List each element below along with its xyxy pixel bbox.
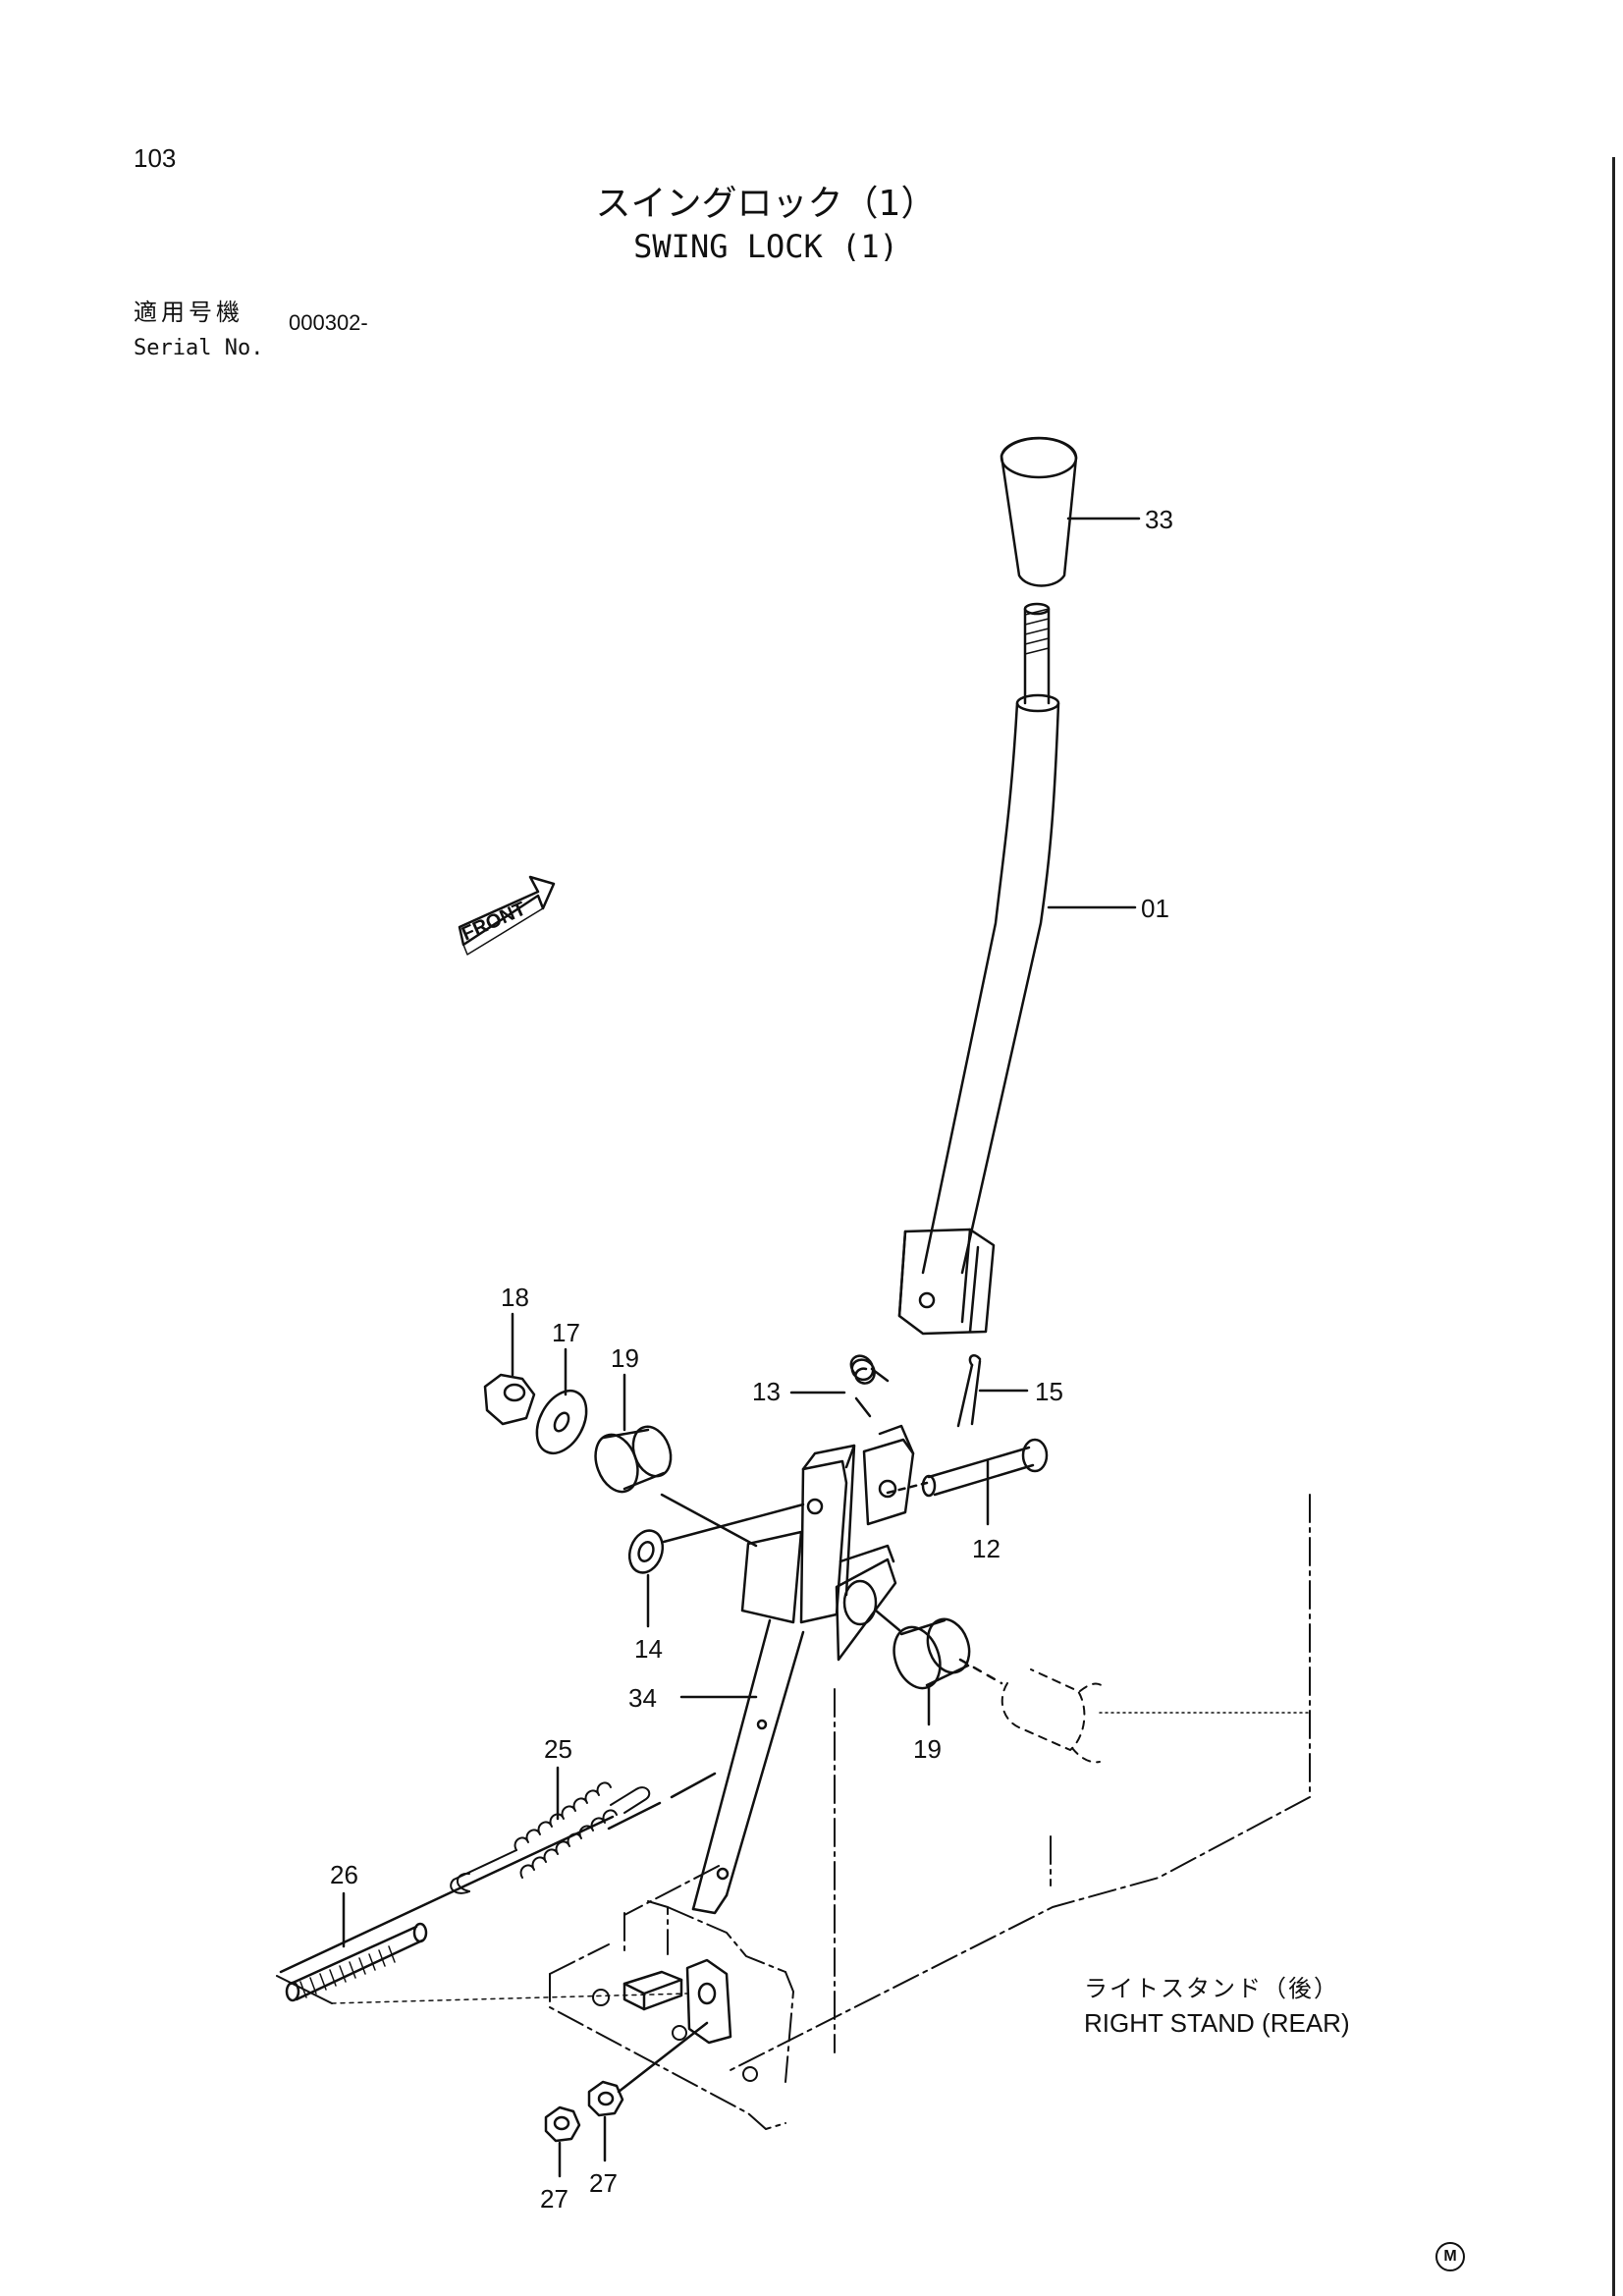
serial-label-japanese: 適用号機 bbox=[134, 299, 243, 326]
serial-label-english: Serial No. bbox=[134, 336, 264, 360]
lever-rod bbox=[921, 693, 1060, 1275]
part-25-spring bbox=[450, 1781, 651, 1894]
assembly-line-spring bbox=[279, 1815, 615, 1974]
part-19-bushing-upper bbox=[594, 1425, 673, 1494]
part-15-cotter-pin bbox=[956, 1354, 982, 1428]
assembly-line-19-lower-b bbox=[958, 1658, 1003, 1685]
phantom-mating-part bbox=[1001, 1668, 1105, 1764]
right-stand-label-english: RIGHT STAND (REAR) bbox=[1084, 2008, 1350, 2038]
assembly-line-19-upper bbox=[660, 1493, 758, 1548]
part-12-pin bbox=[921, 1438, 1049, 1498]
page-number: 103 bbox=[134, 143, 177, 173]
title-english: SWING LOCK (1) bbox=[633, 228, 898, 265]
callout-26: 26 bbox=[330, 1860, 358, 1889]
part-27-nut-b bbox=[587, 2080, 624, 2117]
part-26-threaded-rod bbox=[285, 1922, 428, 2002]
part-27-nut-a bbox=[544, 2105, 581, 2143]
lever-clevis bbox=[897, 1228, 996, 1336]
part-17-washer bbox=[535, 1390, 588, 1454]
assembly-line-spring-e bbox=[670, 1772, 717, 1799]
assembly-line-spring-b bbox=[276, 1975, 333, 2004]
callout-12: 12 bbox=[972, 1534, 1001, 1563]
base-plate-holes bbox=[592, 1989, 758, 2082]
callout-19-lower: 19 bbox=[913, 1734, 942, 1764]
part-13-spring-clip bbox=[849, 1354, 890, 1418]
callout-01: 01 bbox=[1141, 894, 1169, 923]
right-stand-label-japanese: ライトスタンド（後） bbox=[1084, 1975, 1339, 2002]
part-19-bushing-lower bbox=[893, 1617, 971, 1690]
lock-bracket bbox=[740, 1424, 915, 1662]
serial-number-value: 000302- bbox=[289, 310, 368, 335]
part-14-washer bbox=[627, 1529, 665, 1574]
lever-knob bbox=[1000, 436, 1078, 587]
right-stand-outline bbox=[549, 1494, 1311, 2130]
callout-19-upper: 19 bbox=[611, 1343, 639, 1373]
callout-33: 33 bbox=[1145, 505, 1173, 534]
callout-18: 18 bbox=[501, 1283, 529, 1312]
assembly-line-spring-c bbox=[331, 1993, 688, 2004]
lever-threaded-stud bbox=[1023, 602, 1051, 705]
part-18-nut bbox=[483, 1373, 536, 1426]
callout-27-b: 27 bbox=[589, 2168, 618, 2198]
callout-34: 34 bbox=[628, 1683, 657, 1713]
callout-27-a: 27 bbox=[540, 2184, 568, 2214]
part-34-lock-plate bbox=[691, 1618, 805, 1915]
callout-14: 14 bbox=[634, 1634, 663, 1664]
assembly-line-spring-d bbox=[607, 1801, 662, 1831]
title-japanese: スイングロック（1） bbox=[595, 184, 937, 224]
m-mark-icon: M bbox=[1435, 2242, 1465, 2271]
callout-15: 15 bbox=[1035, 1377, 1063, 1406]
page-edge-line bbox=[1612, 157, 1615, 2296]
base-block bbox=[622, 1958, 732, 2045]
assembly-line-19-lower-a bbox=[874, 1609, 901, 1632]
assembly-line-27 bbox=[617, 2021, 709, 2094]
callout-13: 13 bbox=[752, 1377, 781, 1406]
callout-25: 25 bbox=[544, 1734, 572, 1764]
callout-17: 17 bbox=[552, 1318, 580, 1347]
front-arrow-icon: FRONT bbox=[458, 875, 556, 956]
assembly-line-14 bbox=[662, 1503, 805, 1544]
